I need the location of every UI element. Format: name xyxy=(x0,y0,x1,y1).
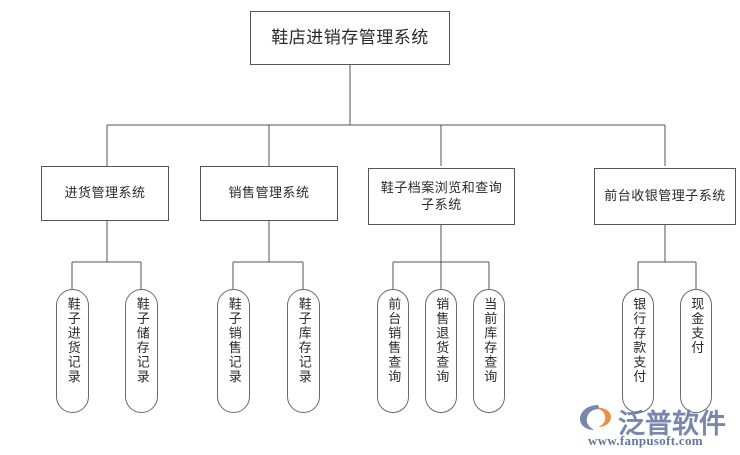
node-leaf-bank-deposit-payment[interactable]: 银行存款支付 xyxy=(622,289,654,413)
node-leaf-sales-return-query[interactable]: 销售退货查询 xyxy=(425,289,457,413)
fanpu-logo-icon xyxy=(580,405,611,430)
node-leaf-label: 前台销售查询 xyxy=(386,297,402,384)
node-leaf-label: 鞋子进货记录 xyxy=(65,297,81,384)
node-leaf-label: 现金支付 xyxy=(689,297,705,355)
watermark: 泛普软件 www.fanpusoft.com xyxy=(576,400,736,452)
node-leaf-inventory-record[interactable]: 鞋子库存记录 xyxy=(287,289,320,413)
node-subsystem-front-desk-cashier[interactable]: 前台收银管理子系统 xyxy=(594,168,736,225)
node-root-system[interactable]: 鞋店进销存管理系统 xyxy=(250,11,450,65)
node-leaf-storage-record[interactable]: 鞋子储存记录 xyxy=(125,289,158,413)
node-leaf-label: 鞋子销售记录 xyxy=(226,297,242,384)
node-leaf-purchase-record[interactable]: 鞋子进货记录 xyxy=(56,289,89,413)
node-leaf-current-inventory-query[interactable]: 当前库存查询 xyxy=(473,289,505,413)
node-leaf-cash-payment[interactable]: 现金支付 xyxy=(680,289,712,413)
node-leaf-label: 鞋子库存记录 xyxy=(296,297,312,384)
node-subsystem-archive-query[interactable]: 鞋子档案浏览和查询子系统 xyxy=(368,168,515,225)
node-leaf-label: 银行存款支付 xyxy=(631,297,647,384)
node-leaf-sales-record[interactable]: 鞋子销售记录 xyxy=(217,289,250,413)
node-subsystem-sales[interactable]: 销售管理系统 xyxy=(200,166,338,221)
node-leaf-label: 鞋子储存记录 xyxy=(134,297,150,384)
node-leaf-front-desk-sales-query[interactable]: 前台销售查询 xyxy=(377,289,409,413)
node-leaf-label: 当前库存查询 xyxy=(482,297,498,384)
watermark-url: www.fanpusoft.com xyxy=(588,433,703,448)
node-subsystem-purchasing[interactable]: 进货管理系统 xyxy=(41,166,169,221)
node-leaf-label: 销售退货查询 xyxy=(434,297,450,384)
